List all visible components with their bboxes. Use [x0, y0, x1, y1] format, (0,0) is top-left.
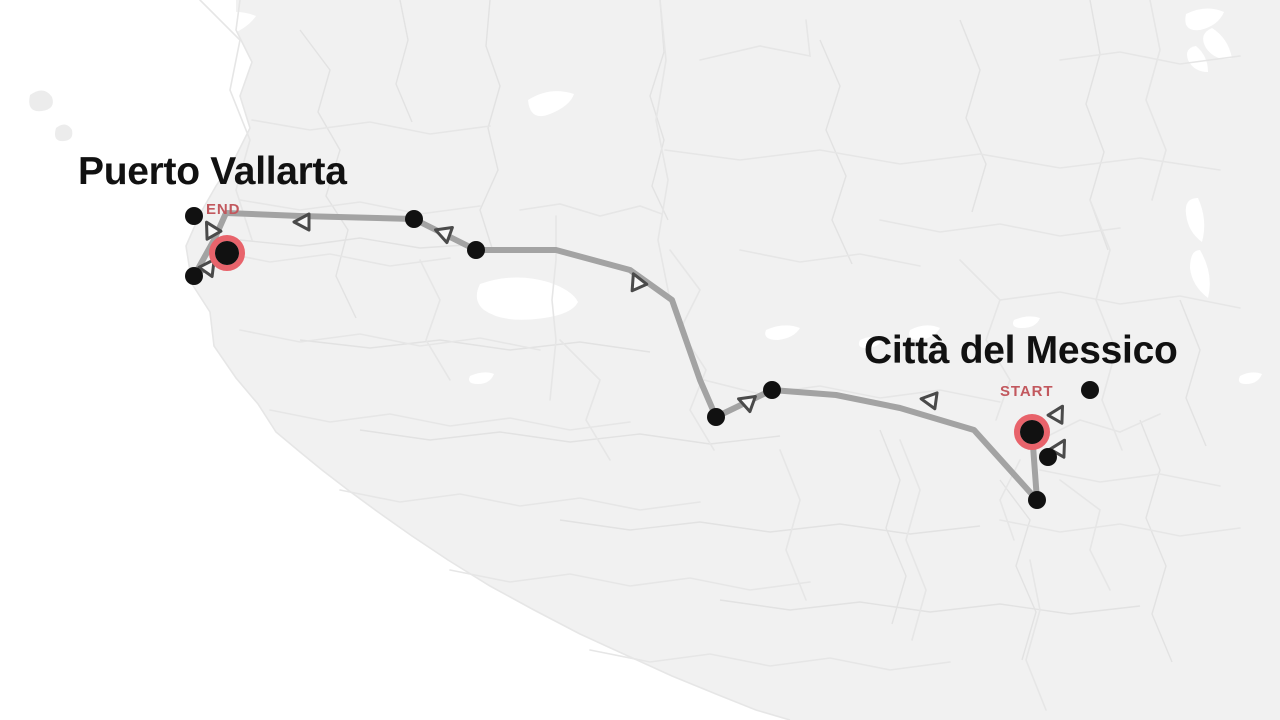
landmass: [186, 0, 1280, 720]
direction-arrow-icon: [630, 272, 649, 293]
waypoint-dot[interactable]: [1039, 448, 1057, 466]
direction-arrow-icon: [1046, 404, 1064, 425]
start-marker-label: START: [1000, 383, 1054, 400]
end-marker-label: END: [206, 201, 241, 218]
start-marker-ring[interactable]: [1014, 414, 1050, 450]
direction-arrow-icon: [205, 220, 223, 241]
direction-arrow-icon: [737, 395, 757, 414]
end-marker-ring[interactable]: [209, 235, 245, 271]
waypoint-dot[interactable]: [185, 267, 203, 285]
waypoint-dot[interactable]: [467, 241, 485, 259]
route-polyline[interactable]: [191, 210, 1040, 503]
road-network: [199, 0, 1241, 711]
coast-fragment-north: [236, 0, 268, 18]
route-terminus-markers[interactable]: [209, 235, 1050, 450]
water-bodies: [205, 8, 1262, 384]
waypoint-dot[interactable]: [185, 207, 203, 225]
direction-arrow-icon: [197, 258, 216, 279]
coastline: [185, 0, 791, 720]
waypoint-dot[interactable]: [707, 408, 725, 426]
route-waypoints[interactable]: [185, 207, 1099, 509]
direction-arrow-icon: [919, 391, 939, 411]
waypoint-dot[interactable]: [1081, 381, 1099, 399]
offshore-islands: [29, 90, 73, 142]
end-marker-core[interactable]: [215, 241, 239, 265]
direction-arrow-icon: [292, 212, 311, 232]
city-label-destination: Puerto Vallarta: [78, 150, 347, 193]
waypoint-dot[interactable]: [405, 210, 423, 228]
route-direction-arrows: [197, 212, 1066, 459]
waypoint-dot[interactable]: [763, 381, 781, 399]
city-label-origin: Città del Messico: [864, 329, 1178, 372]
direction-arrow-icon: [434, 226, 454, 245]
start-marker-core[interactable]: [1020, 420, 1044, 444]
direction-arrow-icon: [1048, 438, 1066, 459]
waypoint-dot[interactable]: [1028, 491, 1046, 509]
